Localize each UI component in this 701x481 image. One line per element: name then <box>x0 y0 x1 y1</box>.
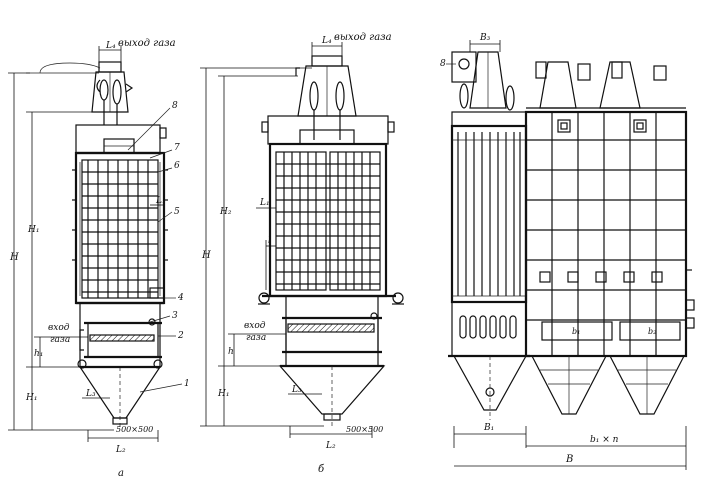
callout-7: 7 <box>174 143 180 153</box>
figure-a-dim-H1: H₁ <box>27 225 39 235</box>
callout-1: 1 <box>184 379 190 389</box>
figure-b-dim-L3: L₃ <box>291 385 302 395</box>
figure-c-dim-b1n: b₁ × n <box>590 435 619 445</box>
figure-a-dim-L4: L₄ <box>105 41 116 51</box>
figure-c-external-view <box>524 61 695 415</box>
figure-a-dim-h1: h₁ <box>34 349 43 359</box>
figure-b-base-size: 500×500 <box>346 425 383 434</box>
figure-a-base-size: 500×500 <box>116 425 153 434</box>
figure-b-dim-H: H <box>201 250 211 261</box>
figure-a-precipitator: выход газа L₄ L₁ L₃ L₂ 500×500 H H₁ h₁ H… <box>8 38 190 479</box>
figure-a-gas-inlet-1: вход <box>48 323 70 333</box>
figure-a-gas-inlet-2: газа <box>50 335 70 345</box>
figure-c-dim-B1: B₁ <box>483 423 494 433</box>
figure-a-dim-H1-lower: H₁ <box>25 393 37 403</box>
figure-b-dim-H1: H₁ <box>217 389 229 399</box>
figure-c-dim-B: B <box>565 454 573 465</box>
figure-c-label-b2: b₂ <box>648 327 656 336</box>
callout-2: 2 <box>177 331 184 341</box>
figure-b-gas-outlet-label: выход газа <box>334 32 392 43</box>
figure-b-dim-L4: L₄ <box>321 36 332 46</box>
figure-a-dim-H: H <box>9 252 19 263</box>
figure-b-dim-H2: H₂ <box>219 207 232 217</box>
figure-c-callout-8: 8 <box>440 59 446 69</box>
figure-b-gas-inlet-2: газа <box>246 333 266 343</box>
figure-b-gas-inlet-1: вход <box>244 321 266 331</box>
figure-a-inlet-box <box>79 321 162 359</box>
figure-b-dim-h: h <box>228 347 234 357</box>
callout-4: 4 <box>177 293 184 303</box>
figure-b-inlet-box <box>282 312 382 354</box>
figure-a-dim-L3: L₃ <box>85 389 96 399</box>
figure-a-electrode-grid <box>79 159 161 299</box>
figure-b-dim-L1: L₁ <box>259 198 270 208</box>
figure-c-section-view <box>448 51 530 420</box>
figure-a-caption: а <box>118 468 124 479</box>
figure-c-dim-B3: B₃ <box>479 33 491 43</box>
callout-3: 3 <box>172 311 178 321</box>
figure-b-outlet-stack <box>295 55 357 140</box>
callout-6: 6 <box>174 161 180 171</box>
figure-c-precipitator-section: B₃ B₁ b₁ × n B b₁ b₂ 8 <box>440 33 695 470</box>
figure-a-dim-L1: L₁ <box>155 196 166 206</box>
figure-a-hopper <box>78 365 162 430</box>
callout-5: 5 <box>174 207 180 217</box>
figure-c-label-b1: b₁ <box>572 327 580 336</box>
callout-8: 8 <box>172 101 178 111</box>
figure-b-precipitator: выход газа L₄ L₁ l L₃ L₂ 500×500 H H₂ h … <box>200 32 404 475</box>
figure-b-electrode-grid <box>275 151 381 291</box>
figure-a-gas-outlet-label: выход газа <box>118 38 176 49</box>
figure-a-dim-L2: L₂ <box>115 445 126 455</box>
figure-b-casing <box>268 142 388 298</box>
figure-b-dim-l: l <box>268 236 271 246</box>
figure-b-dim-L2: L₂ <box>325 441 336 451</box>
figure-b-hopper <box>278 364 386 426</box>
figure-a-outlet-stack <box>91 61 134 125</box>
figure-b-caption: б <box>318 464 325 475</box>
